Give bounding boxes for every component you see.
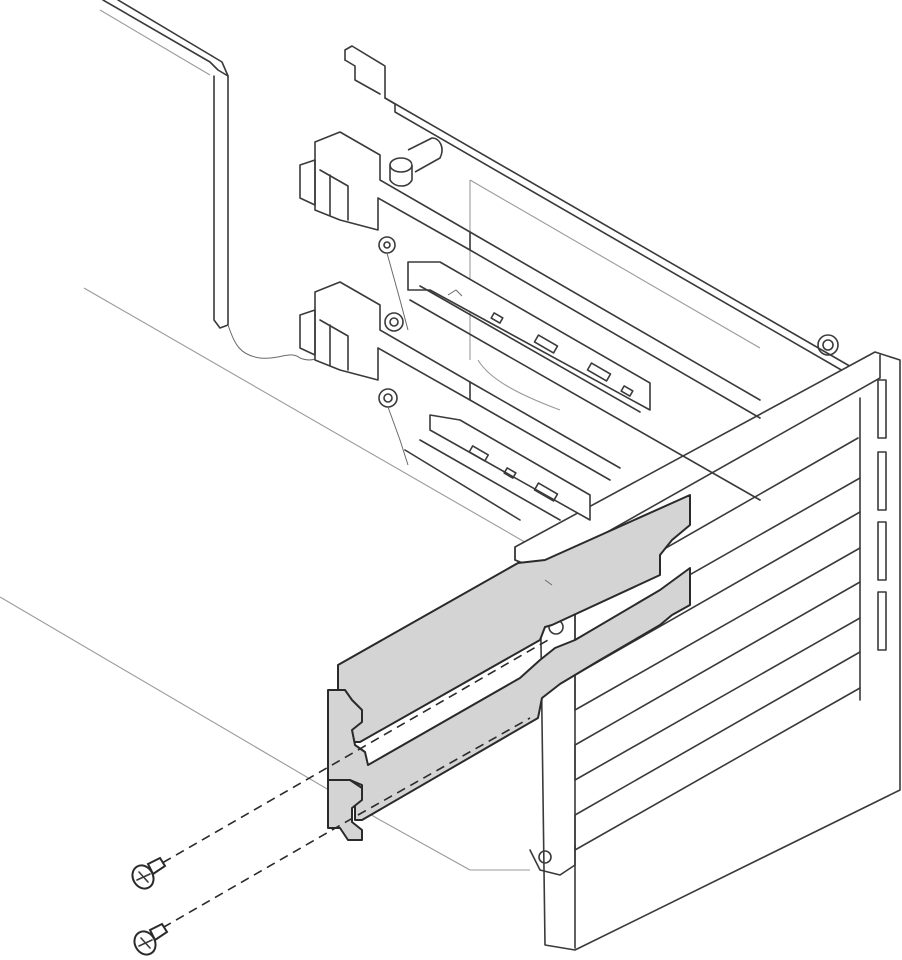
slot-bracket-lower bbox=[327, 567, 691, 841]
lower-pcie-slot bbox=[299, 281, 471, 401]
air-baffle bbox=[102, 0, 326, 361]
lower-latch bbox=[378, 388, 409, 466]
lower-riser-connector bbox=[404, 414, 591, 521]
screw-2 bbox=[133, 922, 169, 956]
retention-post-2 bbox=[384, 312, 404, 332]
upper-pcie-slot bbox=[299, 131, 471, 251]
screw-guide-lines bbox=[149, 639, 549, 936]
screw-1 bbox=[131, 856, 167, 890]
riser-cage bbox=[344, 45, 901, 951]
upper-riser-connector bbox=[407, 261, 761, 501]
retention-post-1 bbox=[378, 236, 409, 331]
chassis-outline bbox=[0, 9, 531, 871]
upper-latch bbox=[389, 137, 443, 187]
cage-rails bbox=[469, 231, 761, 481]
